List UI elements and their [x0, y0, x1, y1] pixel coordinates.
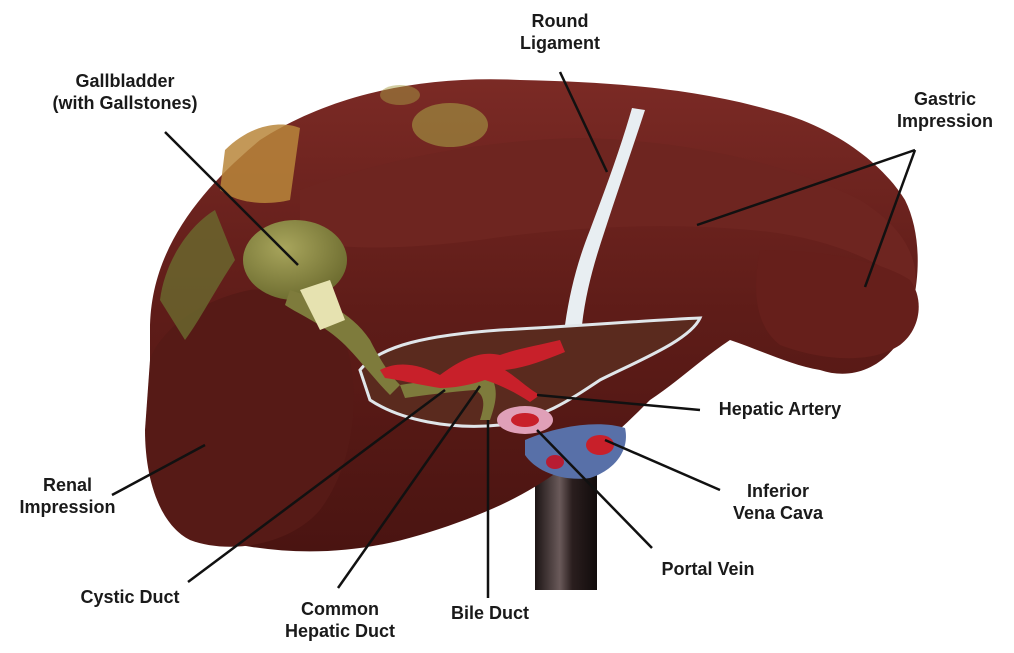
- label-cystic-duct: Cystic Duct: [70, 586, 190, 608]
- label-gallbladder: Gallbladder(with Gallstones): [35, 70, 215, 114]
- pointer-vena-cava: [605, 440, 720, 490]
- label-portal-vein: Portal Vein: [648, 558, 768, 580]
- caudate-area: [220, 124, 300, 203]
- surface-spot: [412, 103, 488, 147]
- surface-spot: [380, 85, 420, 105]
- label-bile-duct: Bile Duct: [440, 602, 540, 624]
- label-hepatic-artery: Hepatic Artery: [705, 398, 855, 420]
